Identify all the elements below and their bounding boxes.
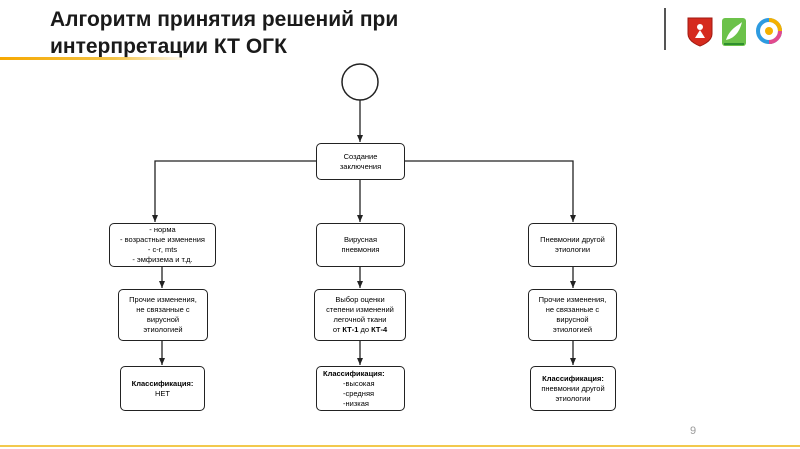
right2-line-4: этиологией xyxy=(552,325,593,334)
right1-line-2: этиологии xyxy=(554,245,591,254)
mid1-line-1: Вирусная xyxy=(343,235,378,244)
green-emblem-icon xyxy=(722,18,746,46)
right3-bold: Классификация: xyxy=(542,373,604,383)
mid2-line-1: Выбор оценки xyxy=(335,295,385,304)
start-node xyxy=(341,63,379,101)
mid2-line-2: степени изменений xyxy=(326,305,394,314)
mid2-to: до xyxy=(360,325,370,334)
mid2-kt1: КТ-1 xyxy=(342,325,359,334)
mid3-bold: Классификация: xyxy=(323,368,385,378)
title-line-1: Алгоритм принятия решений при xyxy=(50,8,399,31)
mid2-kt4: КТ-4 xyxy=(371,325,388,334)
node-classification-other: Классификация: пневмонии другой этиологи… xyxy=(530,366,616,411)
right3-line-2: этиологии xyxy=(555,393,591,403)
mid1-line-2: пневмония xyxy=(341,245,380,254)
header-divider xyxy=(664,8,666,50)
left2-line-3: вирусной xyxy=(146,315,180,324)
right1-line-1: Пневмонии другой xyxy=(540,235,605,244)
mid2-line-4: от КТ-1 до КТ-4 xyxy=(326,325,394,335)
left3-value: НЕТ xyxy=(154,388,170,398)
left2-line-4: этиологией xyxy=(143,325,183,334)
node-other-pneumonia: Пневмонии другой этиологии xyxy=(528,223,617,267)
right2-line-1: Прочие изменения, xyxy=(538,295,607,304)
node-classification-none: Классификация: НЕТ xyxy=(120,366,205,411)
right2-line-2: не связанные с xyxy=(545,305,600,314)
title-underline xyxy=(0,57,190,60)
mid3-line-3: -низкая xyxy=(343,398,369,408)
left3-bold: Классификация: xyxy=(131,378,194,388)
connector-create-right xyxy=(405,160,576,222)
ring-logo-icon xyxy=(756,18,782,44)
left2-line-2: не связанные с xyxy=(136,305,190,314)
node-other-changes-left: Прочие изменения, не связанные с вирусно… xyxy=(118,289,208,341)
node-other-changes-right: Прочие изменения, не связанные с вирусно… xyxy=(528,289,617,341)
mid2-line-3: легочной ткани xyxy=(333,315,387,324)
connector-create-left xyxy=(152,160,316,222)
node-classification-levels: Классификация: -высокая -средняя -низкая xyxy=(316,366,405,411)
create-line-2: заключения xyxy=(339,161,382,171)
create-line-1: Создание xyxy=(343,151,378,161)
norm-line-3: - c-r, mts xyxy=(147,245,178,254)
node-severity-choice: Выбор оценки степени изменений легочной … xyxy=(314,289,406,341)
page-title: Алгоритм принятия решений при интерпрета… xyxy=(50,6,610,60)
page-number: 9 xyxy=(690,425,697,437)
right2-line-3: вирусной xyxy=(556,315,589,324)
mid3-line-2: -средняя xyxy=(343,388,375,398)
mid3-line-1: -высокая xyxy=(343,378,375,388)
moscow-coat-of-arms-icon xyxy=(687,17,713,47)
title-line-2: интерпретации КТ ОГК xyxy=(50,35,287,58)
left2-line-1: Прочие изменения, xyxy=(129,295,197,304)
node-create-conclusion: Создание заключения xyxy=(316,143,405,180)
norm-line-2: - возрастные изменения xyxy=(120,235,205,244)
node-norm: - норма - возрастные изменения - c-r, mt… xyxy=(109,223,216,267)
norm-line-1: - норма xyxy=(149,225,176,234)
mid2-from: от xyxy=(332,325,341,334)
footer-rule xyxy=(0,445,800,447)
right3-line-1: пневмонии другой xyxy=(541,383,605,393)
node-viral-pneumonia: Вирусная пневмония xyxy=(316,223,405,267)
norm-line-4: - эмфизема и т.д. xyxy=(132,255,193,264)
